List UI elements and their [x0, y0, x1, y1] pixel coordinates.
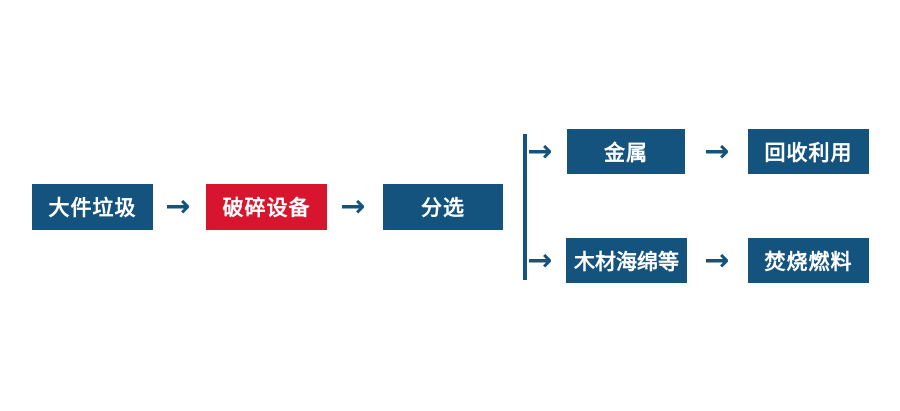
node-sorting: 分选	[383, 184, 503, 230]
node-recycling: 回收利用	[748, 129, 869, 174]
arrow-right-icon: →	[704, 133, 730, 169]
node-incineration-fuel: 焚烧燃料	[748, 238, 869, 283]
node-metal: 金属	[567, 129, 685, 174]
node-bulky-waste: 大件垃圾	[32, 184, 153, 230]
arrow-right-icon: →	[704, 242, 730, 278]
branch-arrow-bottom-icon: →	[527, 242, 553, 278]
branch-connector-line	[523, 134, 527, 280]
node-crushing-equipment: 破碎设备	[206, 184, 327, 230]
arrow-right-icon: →	[165, 189, 191, 224]
node-wood-sponge: 木材海绵等	[566, 238, 687, 283]
arrow-right-icon: →	[340, 189, 366, 224]
branch-arrow-top-icon: →	[527, 133, 553, 169]
